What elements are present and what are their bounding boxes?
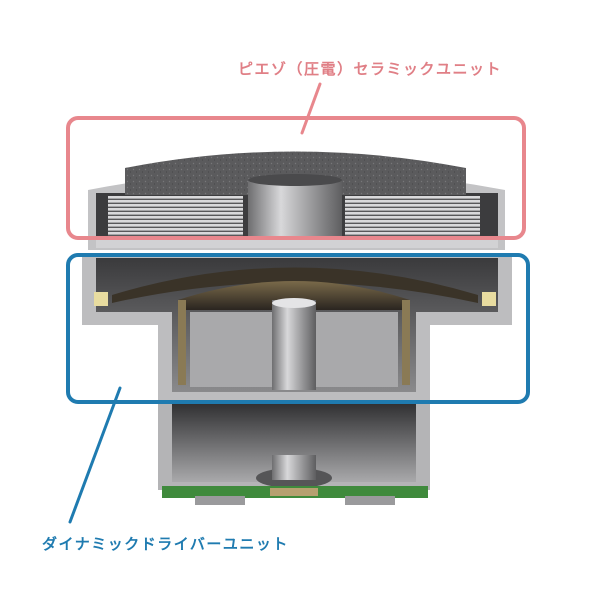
dynamic-housing: [82, 255, 512, 400]
lower-housing: [158, 395, 430, 490]
dynamic-leader-line: [68, 386, 122, 524]
pcb-board: [162, 486, 428, 505]
piezo-unit-label: ピエゾ（圧電）セラミックユニット: [238, 60, 503, 78]
piezo-highlight-frame: [66, 116, 526, 240]
piezo-housing: [88, 151, 505, 250]
piezo-leader-line: [300, 82, 322, 135]
dynamic-highlight-frame: [66, 253, 530, 404]
dynamic-unit-label: ダイナミックドライバーユニット: [42, 535, 289, 553]
